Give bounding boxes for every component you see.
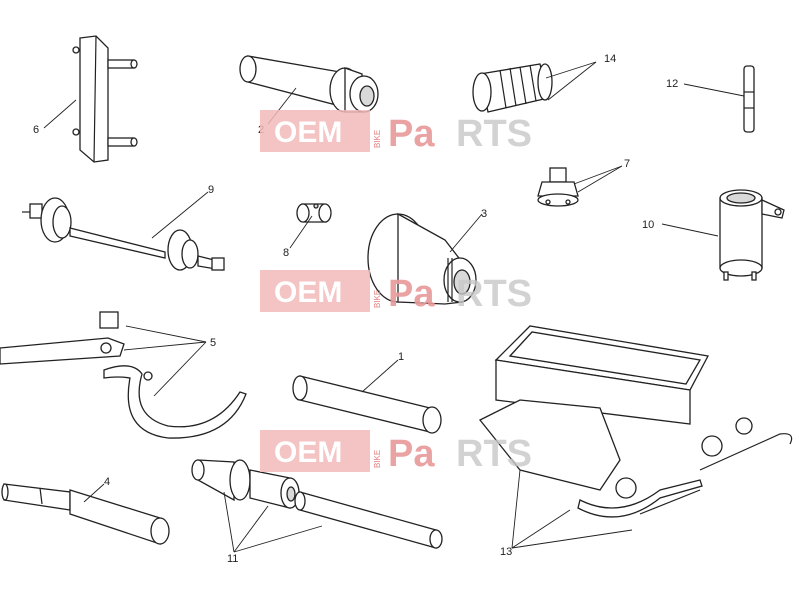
leader-lines [43, 61, 745, 553]
svg-text:RTS: RTS [456, 113, 532, 155]
callout-10: 10 [642, 219, 654, 231]
callout-13: 13 [500, 546, 512, 558]
svg-text:BIKE: BIKE [373, 290, 382, 308]
callout-14: 14 [604, 53, 616, 65]
svg-text:RTS: RTS [456, 433, 532, 475]
callout-3: 3 [481, 208, 487, 220]
svg-text:Pa: Pa [388, 273, 435, 315]
tool-14-collet [472, 63, 553, 113]
callout-12: 12 [666, 78, 678, 90]
callout-labels: 1 2 3 4 5 6 7 8 9 10 11 12 13 14 [33, 53, 678, 565]
tool-12-pin [743, 65, 755, 133]
svg-text:OEM: OEM [274, 116, 342, 149]
tool-4-bar [1, 483, 170, 545]
svg-text:BIKE: BIKE [373, 450, 382, 468]
svg-text:OEM: OEM [274, 436, 342, 469]
callout-7: 7 [624, 158, 630, 170]
callout-1: 1 [398, 351, 404, 363]
callout-5: 5 [210, 337, 216, 349]
tool-2-shaft [239, 55, 379, 113]
callout-11: 11 [227, 553, 238, 565]
tool-8-bushing [296, 203, 332, 223]
svg-text:OEM: OEM [274, 276, 342, 309]
tool-5-wrench-set [0, 311, 247, 439]
callout-9: 9 [208, 184, 214, 196]
watermark-bottom: OEM BIKE Pa RTS [260, 430, 532, 475]
svg-text:Pa: Pa [388, 433, 435, 475]
watermark-top: OEM BIKE Pa RTS [260, 110, 532, 155]
callout-4: 4 [104, 476, 110, 488]
svg-text:BIKE: BIKE [373, 130, 382, 148]
svg-text:Pa: Pa [388, 113, 435, 155]
tool-1-tube [292, 375, 442, 434]
tool-11-bushings [191, 459, 443, 549]
tool-7-fixture [537, 167, 579, 207]
callout-8: 8 [283, 247, 289, 259]
callout-6: 6 [33, 124, 39, 136]
watermark-middle: OEM BIKE Pa RTS [260, 270, 532, 315]
tool-3-drift [367, 212, 477, 305]
svg-text:RTS: RTS [456, 273, 532, 315]
tool-13-stand [478, 325, 793, 518]
tool-9-puller [22, 197, 225, 271]
tool-10-cylinder [719, 189, 785, 281]
tool-6-bracket [72, 35, 138, 163]
